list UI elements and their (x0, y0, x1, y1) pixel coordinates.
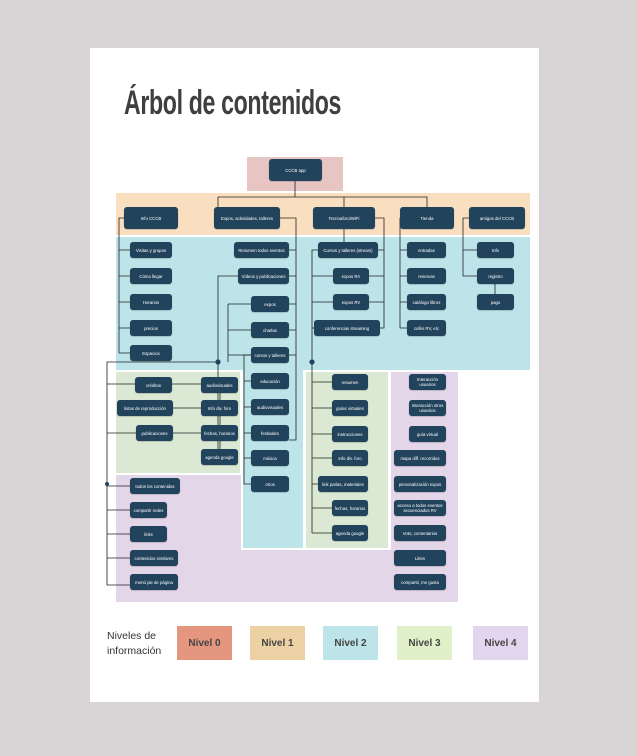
level-2-node: entradas (407, 242, 446, 258)
level-2-node: Visitas y grupos (130, 242, 172, 258)
level-3-node: publicaciones (136, 425, 173, 441)
level-2-node: Horarios (130, 294, 172, 310)
legend-item-nivel-4: Nivel 4 (473, 626, 528, 660)
level-3-node: Info div. foro (332, 450, 368, 466)
level-3-node: agenda google (332, 525, 368, 541)
level-2-node: expos RA (333, 268, 369, 284)
level-4-node: Interacción otros usuarios (409, 400, 446, 416)
level-2-node: catálogo libros (407, 294, 446, 310)
level-1-node: Info CCCB (124, 207, 178, 229)
level-1-node: amigos del CCCB (469, 207, 525, 229)
level-1-node: Tienda (400, 207, 454, 229)
level-3-node: audiovisuales (201, 377, 238, 393)
level-4-node: acceso a todos eventos secuenciados RV (394, 500, 446, 516)
level-2-node: cursos y talleres (251, 347, 289, 363)
level-4-node: todos los contenidos (130, 478, 180, 494)
level-3-node: fechas, horarios (201, 425, 238, 441)
level-2-band (116, 237, 530, 370)
level-2-node: pago (477, 294, 514, 310)
level-2-node: educación (251, 373, 289, 389)
level-0-node: CCCB app (269, 159, 322, 181)
level-3-node: agenda google (201, 449, 238, 465)
level-3-node: link parlas, materiales (318, 476, 368, 492)
level-2-node: registro (477, 268, 514, 284)
level-4-node: compartir redes (130, 502, 167, 518)
legend-item-nivel-0: Nivel 0 (177, 626, 232, 660)
level-4-node: guía virtual (409, 426, 446, 442)
level-2-node: Cursos y talleres (stream) (318, 242, 378, 258)
level-3-node: instrucciones (332, 426, 368, 442)
level-4-node: Voto, comentarios (394, 525, 446, 541)
level-2-node: Cómo llegar (130, 268, 172, 284)
level-3-node: listas de reproducción (117, 400, 173, 416)
level-2-node: cafés RV, etc (407, 320, 446, 336)
level-2-node: música (251, 450, 289, 466)
level-2-node: conferencias streaming (314, 320, 380, 336)
level-2-node: expos (251, 296, 289, 312)
level-2-node: precios (130, 320, 172, 336)
level-4-node: personalización expos (394, 476, 446, 492)
level-3-node: guías virtuales (332, 400, 368, 416)
page-title: Árbol de contenidos (124, 84, 342, 122)
legend-item-nivel-3: Nivel 3 (397, 626, 452, 660)
level-4-node: menú pie de página (130, 574, 178, 590)
level-2-node: Vídeos y publicaciones (238, 268, 289, 284)
level-2-node: Espacios (130, 345, 172, 361)
level-2-node: otros (251, 476, 289, 492)
legend-title: Niveles de información (107, 630, 162, 657)
level-1-node: Tecnoaforo/WiFi (313, 207, 375, 229)
level-1-node: Expos, actividades, talleres (214, 207, 280, 229)
level-2-node: Info (477, 242, 514, 258)
level-2-node: reservas (407, 268, 446, 284)
level-3-node: fechas, horarios (332, 500, 368, 516)
level-2-node: audiovisuales (251, 399, 289, 415)
level-2-node: charlas (251, 322, 289, 338)
level-4-node: Likes (394, 550, 446, 566)
level-4-node: Interacción usuarios (409, 374, 446, 390)
level-3-node: resumen (332, 374, 368, 390)
level-3-node: Info div. foro (201, 400, 238, 416)
level-2-node: festivales (251, 425, 289, 441)
level-4-node: links (130, 526, 167, 542)
legend-item-nivel-2: Nivel 2 (323, 626, 378, 660)
legend-item-nivel-1: Nivel 1 (250, 626, 305, 660)
level-4-node: contenidos similares (130, 550, 178, 566)
level-2-node: expos RV (333, 294, 369, 310)
level-3-node: créditos (135, 377, 172, 393)
level-4-node: mapa diff. recorridos (394, 450, 446, 466)
level-4-node: compartir, me gusta (394, 574, 446, 590)
level-2-node: Resumen todos eventos (234, 242, 289, 258)
